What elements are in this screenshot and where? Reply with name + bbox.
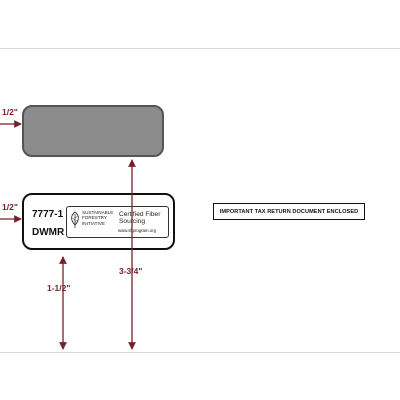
sfi-org-line1: SUSTAINABLE <box>82 210 114 215</box>
sfi-org-line3: INITIATIVE <box>82 220 105 226</box>
important-notice-box: IMPORTANT TAX RETURN DOCUMENT ENCLOSED <box>213 203 365 220</box>
bottom-margin-label: 1/2" <box>2 202 18 212</box>
sfi-leaf-icon <box>71 211 79 228</box>
top-window-height-label: 3-3/4" <box>119 266 143 276</box>
certified-fiber-sourcing-text: Certified Fiber Sourcing <box>119 211 161 226</box>
top-margin-label: 1/2" <box>2 107 18 117</box>
top-address-window <box>22 105 164 157</box>
important-notice-text: IMPORTANT TAX RETURN DOCUMENT ENCLOSED <box>219 208 359 215</box>
sfi-url: www.sfiprogram.org <box>118 228 156 233</box>
form-code: DWMR <box>32 227 65 238</box>
sfi-org-line2: FORESTRY <box>82 215 107 221</box>
sfi-org-name: SUSTAINABLE FORESTRY INITIATIVE <box>82 210 116 226</box>
form-number: 7777-1 <box>32 209 64 220</box>
bottom-window-height-label: 1-1/2" <box>47 283 71 293</box>
sfi-certification-label <box>66 206 169 238</box>
